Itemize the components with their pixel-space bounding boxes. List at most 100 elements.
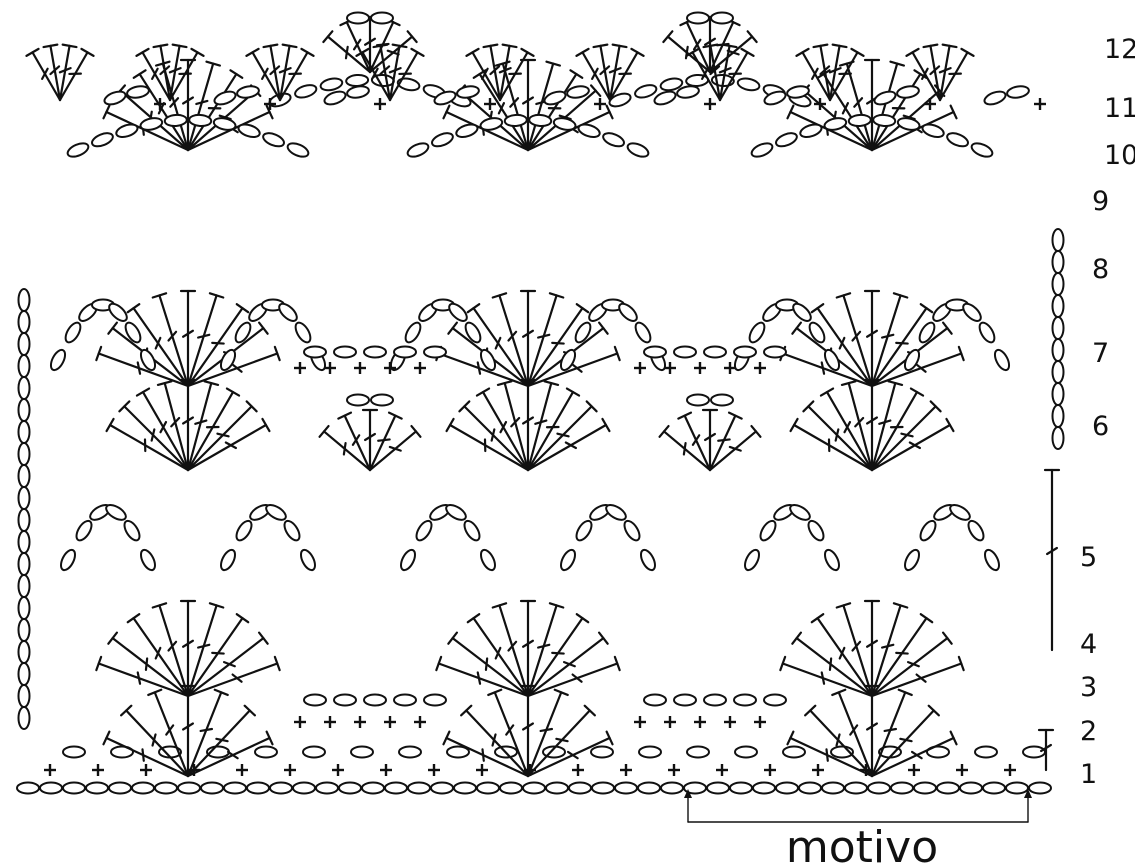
chain-stitch-icon [704, 347, 726, 358]
single-crochet-icon [484, 98, 496, 110]
chain-stitch-icon [424, 347, 446, 358]
chain-stitch-icon [805, 518, 826, 542]
chain-stitch-icon [1053, 361, 1064, 383]
double-crochet-icon [60, 45, 77, 100]
chain-stitch-icon [303, 747, 325, 758]
double-crochet-icon [832, 690, 872, 776]
chain-stitch-icon [164, 114, 187, 127]
double-crochet-icon [710, 31, 757, 72]
chain-stitch-icon [1053, 317, 1064, 339]
double-crochet-icon [521, 380, 535, 470]
chain-stitch-icon [616, 301, 639, 324]
foundation-chain-icon [730, 783, 752, 794]
chain-stitch-icon [320, 77, 344, 92]
single-crochet-icon [384, 716, 396, 728]
foundation-chain-icon [293, 783, 315, 794]
chain-stitch-icon [737, 77, 761, 92]
chain-stitch-icon [104, 502, 129, 523]
double-crochet-icon [872, 706, 939, 776]
chain-stitch-icon [121, 518, 142, 542]
row-number-label: 2 [1080, 716, 1097, 747]
chain-stitch-icon [807, 320, 828, 345]
double-crochet-icon [477, 389, 528, 470]
double-crochet-icon [370, 426, 420, 470]
foundation-chain-icon [86, 783, 108, 794]
chain-stitch-icon [621, 518, 642, 542]
foundation-chain-icon [132, 783, 154, 794]
row-number-label: 6 [1092, 411, 1109, 442]
motif-label: motivo [786, 822, 938, 867]
chain-stitch-icon [1053, 383, 1064, 405]
single-crochet-icon [908, 764, 920, 776]
chain-stitch-icon [848, 114, 871, 127]
chain-stitch-icon [236, 85, 260, 100]
double-crochet-icon [528, 389, 579, 470]
foundation-chain-icon [592, 783, 614, 794]
double-crochet-icon [170, 45, 187, 100]
chain-stitch-icon [644, 695, 666, 706]
chain-stitch-icon [19, 333, 30, 355]
chain-stitch-icon [281, 518, 302, 542]
single-crochet-icon [634, 716, 646, 728]
chain-stitch-icon [591, 747, 613, 758]
chain-stitch-icon [213, 116, 237, 131]
foundation-chain-icon [408, 783, 430, 794]
chain-stitch-icon [19, 707, 30, 729]
double-crochet-icon [128, 614, 188, 696]
double-crochet-icon [710, 426, 760, 470]
stitch-symbols [17, 13, 1064, 794]
chain-stitch-icon [19, 443, 30, 465]
double-crochet-icon [280, 45, 297, 100]
chain-stitch-icon [364, 347, 386, 358]
double-crochet-icon [678, 413, 710, 470]
chain-stitch-icon [774, 131, 799, 149]
chain-stitch-icon [704, 695, 726, 706]
foundation-chain-icon [385, 783, 407, 794]
chain-stitch-icon [19, 421, 30, 443]
chain-stitch-icon [948, 502, 973, 523]
foundation-chain-icon [17, 783, 39, 794]
single-crochet-icon [354, 716, 366, 728]
chain-stitch-icon [213, 89, 237, 107]
double-crochet-icon [812, 304, 872, 386]
foundation-chain-icon [201, 783, 223, 794]
chain-stitch-icon [1006, 85, 1030, 100]
double-crochet-icon [872, 690, 912, 776]
chain-stitch-icon [529, 114, 552, 127]
single-crochet-icon [634, 362, 646, 374]
foundation-chain-icon [845, 783, 867, 794]
chain-stitch-icon [750, 141, 775, 160]
single-crochet-icon [414, 716, 426, 728]
chain-stitch-icon [394, 695, 416, 706]
double-crochet-icon [710, 413, 742, 470]
double-crochet-icon [181, 380, 195, 470]
chain-stitch-icon [945, 131, 970, 149]
chain-stitch-icon [294, 83, 318, 100]
single-crochet-icon [724, 716, 736, 728]
single-crochet-icon [294, 716, 306, 728]
chain-stitch-icon [977, 320, 998, 345]
chain-stitch-icon [711, 395, 733, 406]
double-crochet-icon [1039, 730, 1053, 770]
chain-stitch-icon [553, 116, 577, 131]
single-crochet-icon [44, 764, 56, 776]
chain-stitch-icon [992, 348, 1012, 373]
chain-stitch-icon [19, 399, 30, 421]
chain-stitch-icon [399, 747, 421, 758]
chain-stitch-icon [304, 347, 326, 358]
foundation-chain-icon [247, 783, 269, 794]
chain-stitch-icon [304, 695, 326, 706]
chain-stitch-icon [982, 548, 1002, 573]
single-crochet-icon [704, 98, 716, 110]
foundation-chain-icon [615, 783, 637, 794]
chain-stitch-icon [783, 747, 805, 758]
chain-stitch-icon [346, 74, 369, 87]
single-crochet-icon [374, 98, 386, 110]
double-crochet-icon [148, 690, 188, 776]
foundation-chain-icon [822, 783, 844, 794]
chain-stitch-icon [19, 663, 30, 685]
chain-stitch-icon [19, 289, 30, 311]
chain-stitch-icon [604, 502, 629, 523]
chain-stitch-icon [103, 89, 127, 107]
chain-stitch-icon [233, 518, 254, 542]
